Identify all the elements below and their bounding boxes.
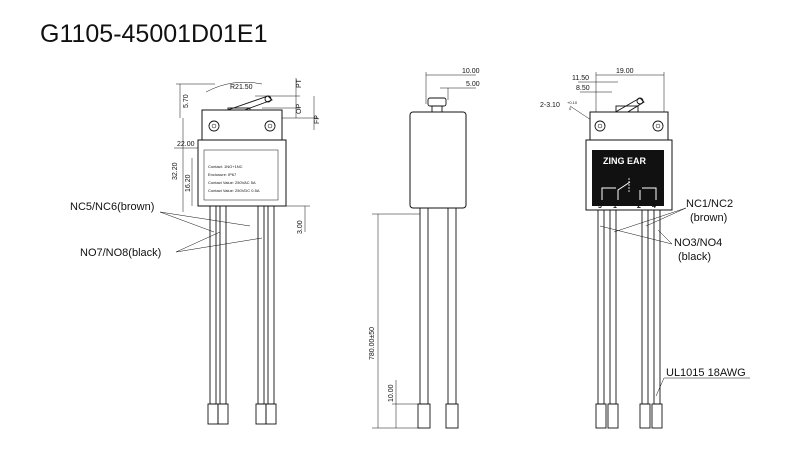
brand-name: ZING EAR [603, 156, 647, 166]
dim-inner-height: 16.20 [185, 174, 192, 192]
terminal-3: 3 [598, 203, 602, 210]
label-line-4: Contact Value: 250VDC 0.5A [208, 188, 260, 193]
callout-no-black: NO7/NO8(black) [80, 247, 161, 259]
right-view: 19.00 11.50 8.50 2-3.10 +0.10 0 ZING EAR… [540, 68, 750, 429]
dim-fp: FP [314, 115, 321, 124]
callout-wire-spec: UL1015 18AWG [666, 367, 746, 379]
brand-plate [592, 150, 664, 206]
dim-hole-tol: +0.10 [567, 100, 578, 105]
dim-inner-width: 5.00 [466, 81, 480, 88]
dim-pt: PT [296, 78, 303, 88]
callout-nc-brown: NC5/NC6(brown) [70, 201, 154, 213]
terminal-1: 1 [613, 203, 617, 210]
dim-top-height: 5.70 [183, 94, 190, 108]
dim-op: OP [296, 104, 303, 114]
callout-nc1-nc2: NC1/NC2 [686, 198, 733, 210]
dim-width: 22.00 [177, 141, 195, 148]
terminal-2: 2 [637, 203, 641, 210]
dim-top-width: 10.00 [462, 68, 480, 75]
switch-schematic-icon [601, 178, 657, 200]
label-line-3: Contact Value: 250VAC 5A [208, 180, 256, 185]
drawing-title: G1105-45001D01E1 [40, 20, 268, 48]
label-line-2: Enclosure: IP67 [208, 172, 237, 177]
dim-wire-length: 780.00±50 [369, 327, 376, 360]
callout-no-black-right: (black) [678, 251, 711, 263]
left-wires [207, 205, 277, 425]
right-wires [595, 209, 663, 429]
callout-nc-brown-right: (brown) [690, 212, 727, 224]
dim-d1: 11.50 [572, 75, 589, 82]
label-line-1: Contact: 1NO+1NC [208, 164, 243, 169]
dim-lug-length: 10.00 [388, 384, 395, 402]
middle-view: 10.00 5.00 780.00±50 10.00 [369, 68, 480, 429]
dim-d2: 8.50 [576, 85, 590, 92]
dim-hole: 2-3.10 [540, 102, 560, 109]
dim-right-width: 19.00 [616, 68, 634, 75]
left-view: 5.70 R21.50 PT OP FP Contact: 1NO+1NC En… [70, 78, 321, 425]
dim-radius: R21.50 [230, 84, 253, 91]
dim-hole-tol-lower: 0 [569, 106, 572, 111]
terminal-4: 4 [652, 203, 656, 210]
dim-height: 32.20 [172, 162, 179, 180]
callout-no3-no4: NO3/NO4 [674, 237, 722, 249]
dim-pin-length: 3.00 [297, 220, 304, 234]
